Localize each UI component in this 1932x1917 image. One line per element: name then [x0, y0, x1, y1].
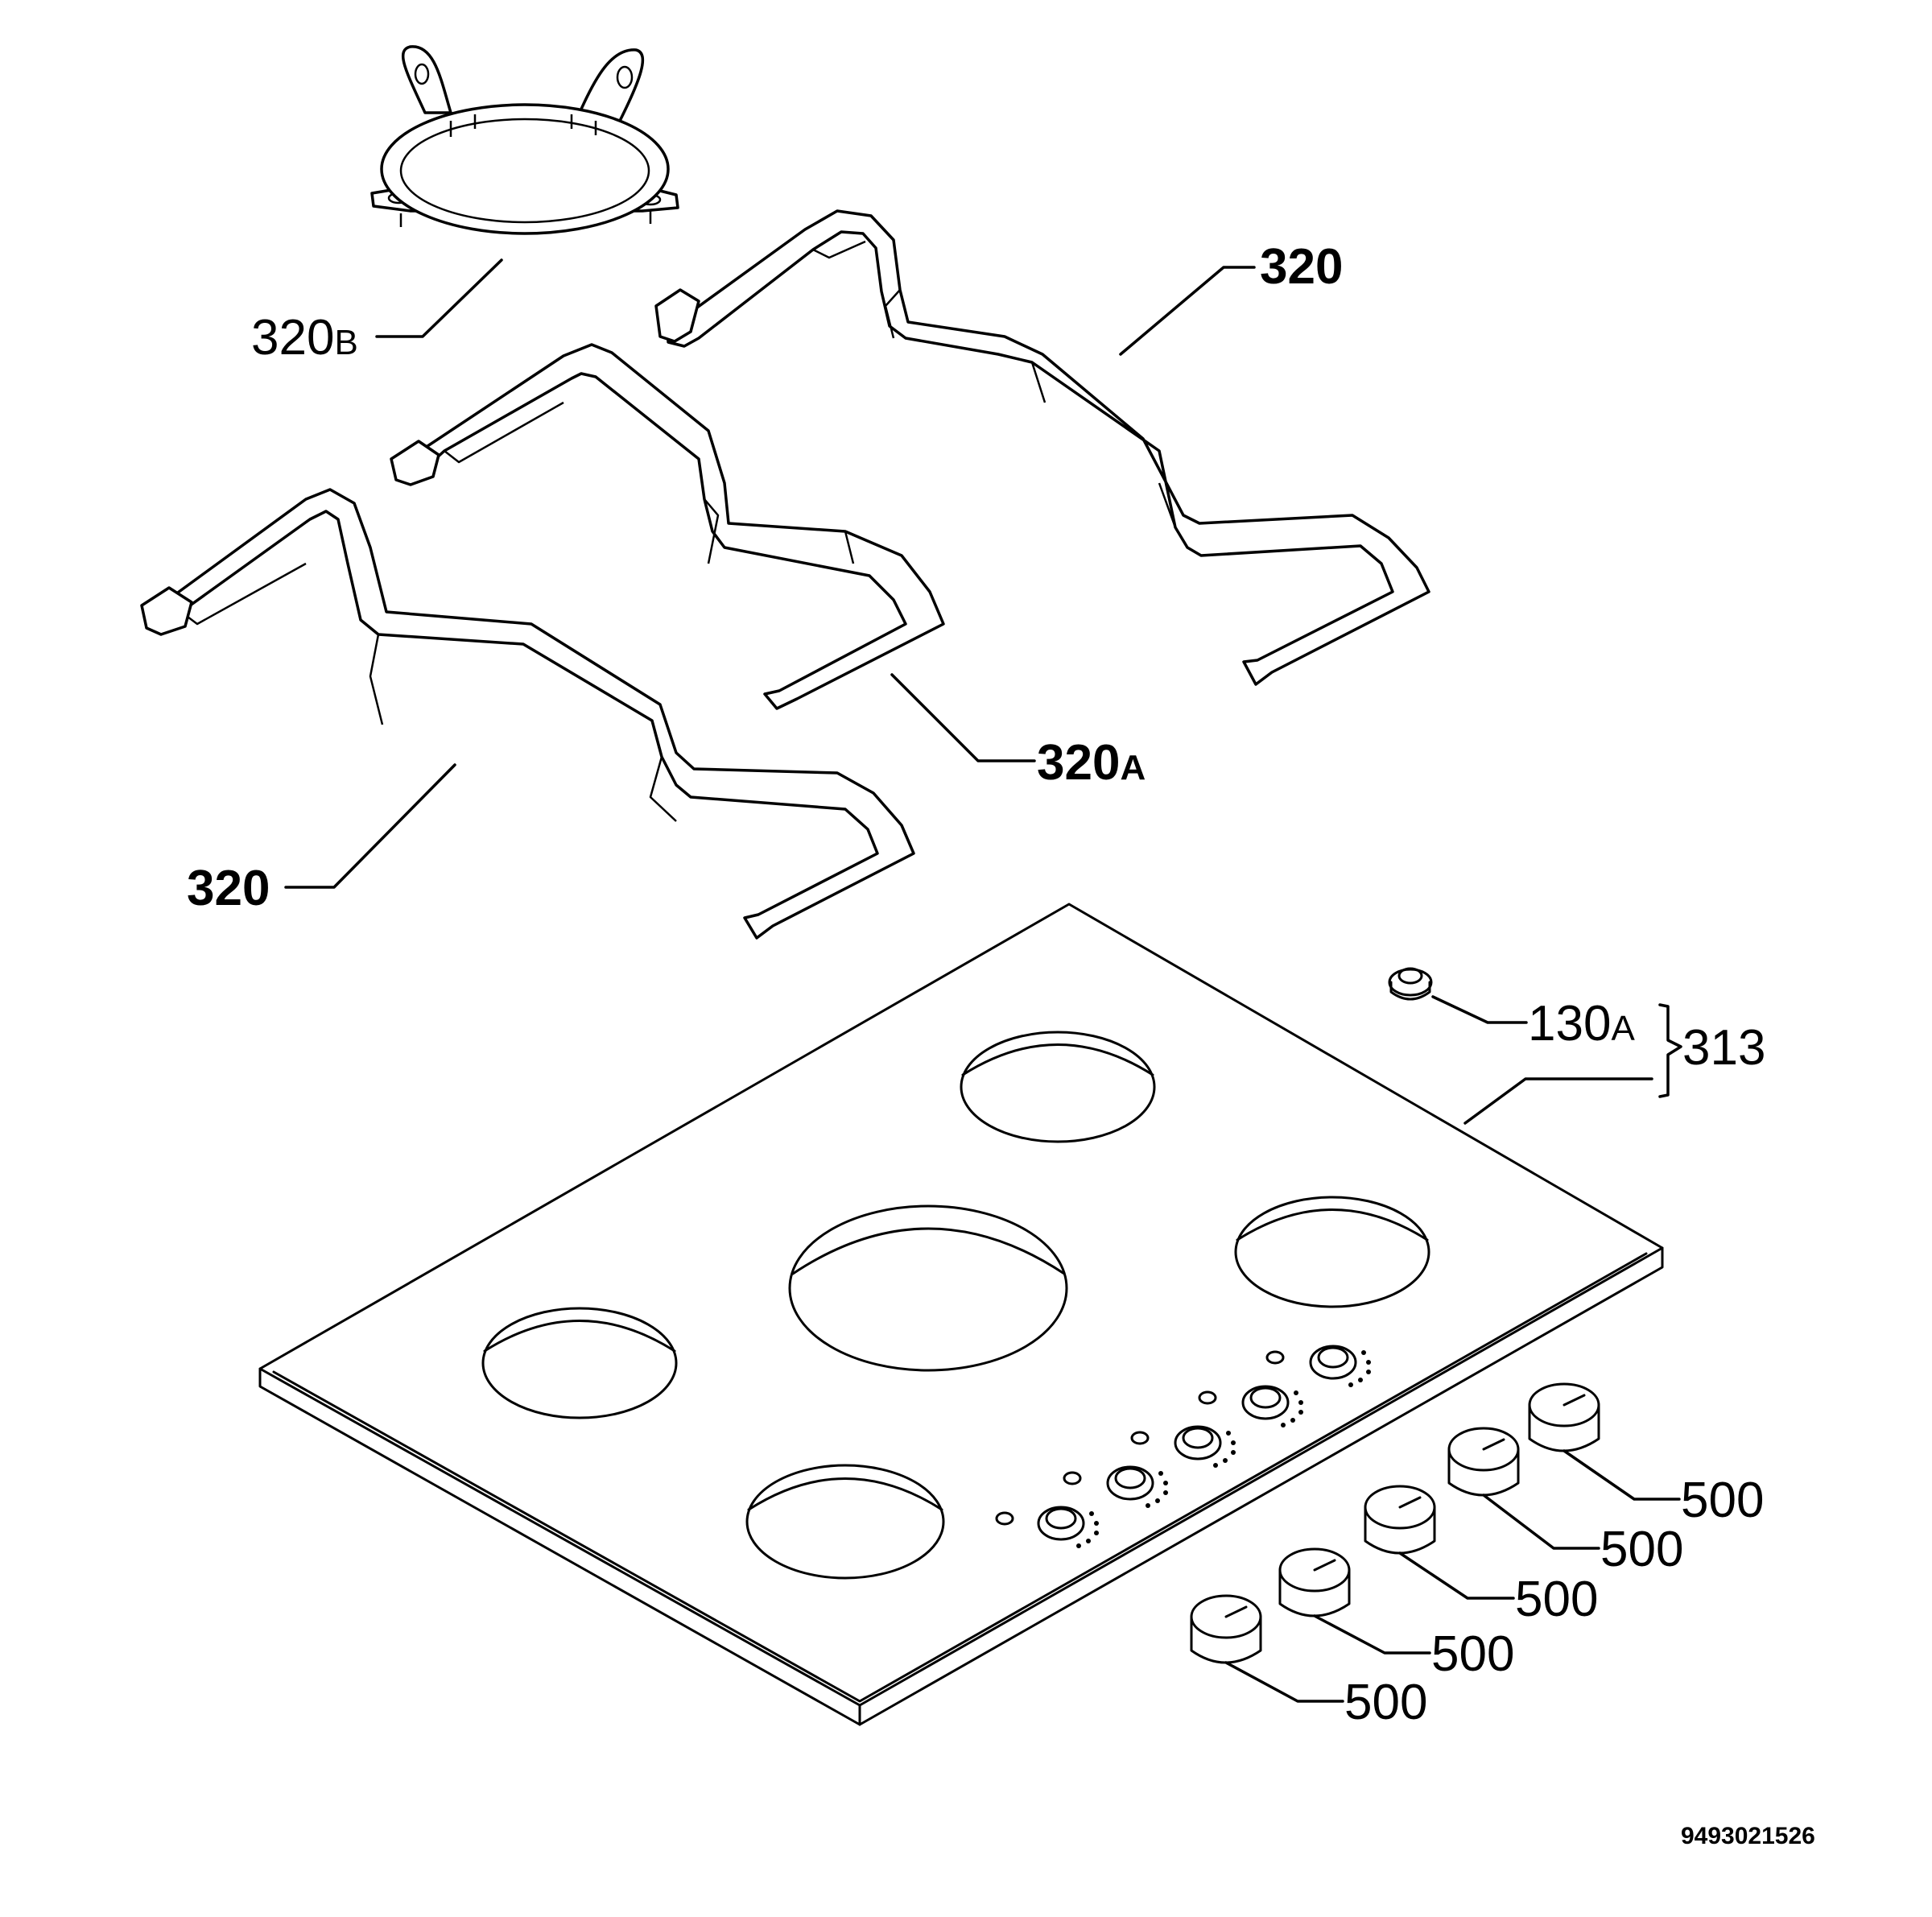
- rubber-bung: [1388, 967, 1433, 1001]
- control-panel-area: [995, 1345, 1371, 1548]
- burner-hole-centre: [788, 1204, 1068, 1372]
- label-rack-middle: 320A: [1037, 735, 1146, 791]
- control-knob: [1190, 1594, 1262, 1664]
- label-hob-assembly: 313: [1682, 1020, 1765, 1076]
- label-bung: 130A: [1528, 996, 1635, 1051]
- label-knob: 500: [1600, 1522, 1683, 1577]
- document-number: 9493021526: [1681, 1823, 1815, 1849]
- knob-seat: [1241, 1385, 1290, 1420]
- label-knob: 500: [1431, 1626, 1514, 1682]
- label-rack-left: 320: [187, 861, 270, 916]
- burner-hole-right: [1234, 1196, 1430, 1308]
- knob-seat: [1174, 1425, 1222, 1460]
- label-rack-right: 320: [1260, 239, 1343, 295]
- leader-lines: [284, 258, 1682, 1703]
- knob-seat: [1106, 1465, 1154, 1501]
- control-knob: [1447, 1427, 1520, 1497]
- pan-support-rack-left: [140, 488, 915, 940]
- hob-top-plate: [258, 903, 1664, 1726]
- label-knob: 500: [1515, 1572, 1598, 1627]
- burner-hole-left: [481, 1307, 678, 1419]
- knob-seat: [1309, 1345, 1357, 1380]
- pan-support-rack-right: [654, 209, 1430, 686]
- burner-hole-front: [745, 1464, 945, 1580]
- control-knob: [1278, 1547, 1351, 1617]
- wok-support-ring: [370, 45, 679, 235]
- part-labels: 320B 320 320A 320 130A 313 500 500 500 5…: [187, 239, 1765, 1730]
- burner-hole-rear: [960, 1031, 1156, 1143]
- label-support-ring: 320B: [251, 310, 358, 366]
- control-knob: [1528, 1382, 1600, 1452]
- label-knob: 500: [1681, 1473, 1764, 1528]
- control-knob: [1364, 1485, 1436, 1555]
- pan-support-rack-middle: [390, 343, 945, 710]
- knob-seat: [1037, 1506, 1085, 1541]
- label-knob: 500: [1344, 1675, 1427, 1730]
